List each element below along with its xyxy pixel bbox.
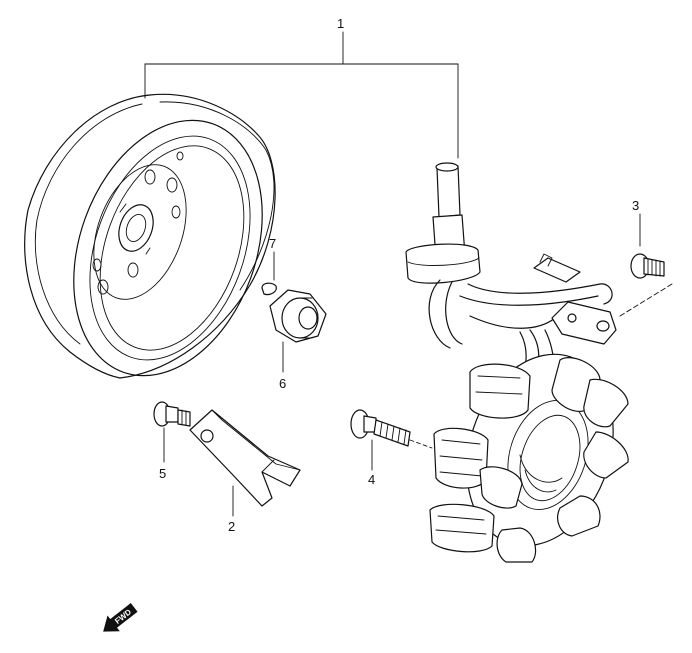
label-part-2: 2 [228,519,235,534]
part-2-clamp-bracket [189,409,301,517]
flywheel-rotor [24,93,276,379]
part-3-flange-bolt [619,213,673,317]
label-part-1: 1 [337,16,344,31]
label-part-3: 3 [632,198,639,213]
part-6-flange-nut [269,289,327,373]
part-5-flange-bolt [153,401,191,463]
part-1-leader [144,31,459,159]
label-part-7: 7 [269,236,276,251]
label-part-6: 6 [279,376,286,391]
part-4-bolt [350,409,433,471]
label-part-4: 4 [368,472,375,487]
label-part-5: 5 [159,466,166,481]
part-labels: 1 2 3 4 5 6 7 [159,16,639,534]
stator-poles [429,357,629,563]
forward-arrow-icon: FWD [103,603,138,632]
stator-coil [405,162,629,563]
part-7-key [261,251,277,296]
